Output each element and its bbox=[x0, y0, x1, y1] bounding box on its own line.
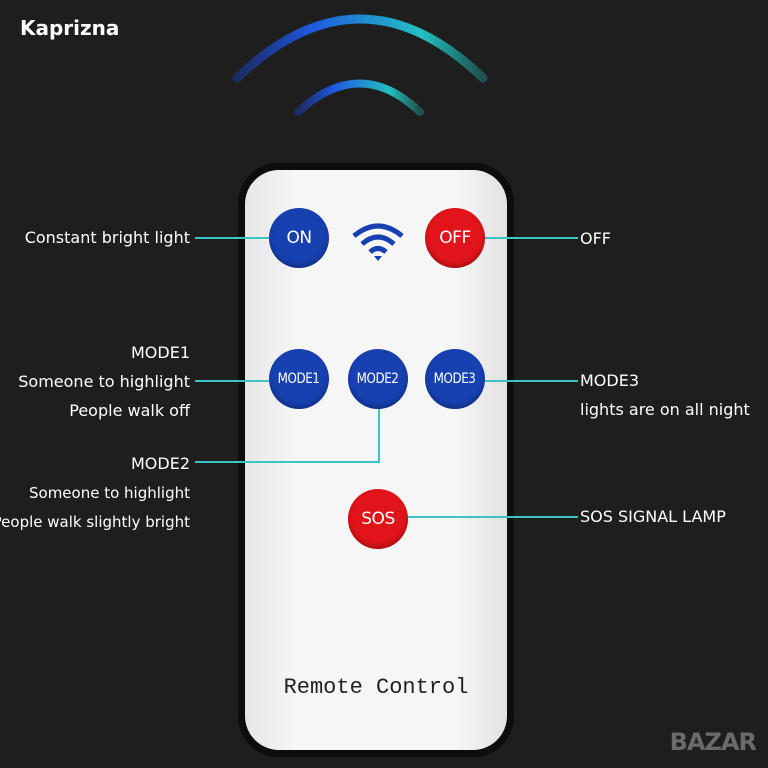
on-label: ON bbox=[286, 228, 312, 248]
on-button[interactable]: ON bbox=[269, 208, 329, 268]
mode2-callout-line1: Someone to highlight bbox=[29, 484, 190, 502]
mode1-label: MODE1 bbox=[278, 371, 320, 387]
sos-callout: SOS SIGNAL LAMP bbox=[580, 507, 726, 526]
mode3-button[interactable]: MODE3 bbox=[425, 349, 485, 409]
mode2-label: MODE2 bbox=[357, 371, 399, 387]
callout-line-sos bbox=[405, 516, 578, 518]
wifi-icon bbox=[352, 223, 404, 261]
callout-line-mode3 bbox=[480, 380, 578, 382]
off-label: OFF bbox=[439, 228, 471, 248]
mode3-callout-title: MODE3 bbox=[580, 371, 640, 390]
callout-line-mode2 bbox=[195, 461, 380, 463]
mode3-callout-line1: lights are on all night bbox=[580, 400, 750, 419]
off-callout: OFF bbox=[580, 229, 611, 248]
sos-label: SOS bbox=[361, 509, 395, 529]
remote-title: Remote Control bbox=[283, 675, 469, 700]
mode1-button[interactable]: MODE1 bbox=[269, 349, 329, 409]
callout-line-mode1 bbox=[195, 380, 275, 382]
on-callout: Constant bright light bbox=[24, 228, 190, 247]
callout-line-off bbox=[480, 237, 578, 239]
callout-line-mode2-vertical bbox=[378, 405, 380, 463]
mode1-callout-title: MODE1 bbox=[130, 343, 190, 362]
off-button[interactable]: OFF bbox=[425, 208, 485, 268]
watermark-logo: BAZAR bbox=[669, 728, 757, 756]
callout-line-on bbox=[195, 237, 275, 239]
mode1-callout-line1: Someone to highlight bbox=[18, 372, 190, 391]
mode3-label: MODE3 bbox=[434, 371, 476, 387]
mode2-callout-title: MODE2 bbox=[130, 454, 190, 473]
sos-button[interactable]: SOS bbox=[348, 489, 408, 549]
mode2-button[interactable]: MODE2 bbox=[348, 349, 408, 409]
mode1-callout-line2: People walk off bbox=[69, 401, 190, 420]
mode2-callout-line2: People walk slightly bright bbox=[0, 513, 190, 531]
brand-logo: Kaprizna bbox=[20, 16, 120, 40]
